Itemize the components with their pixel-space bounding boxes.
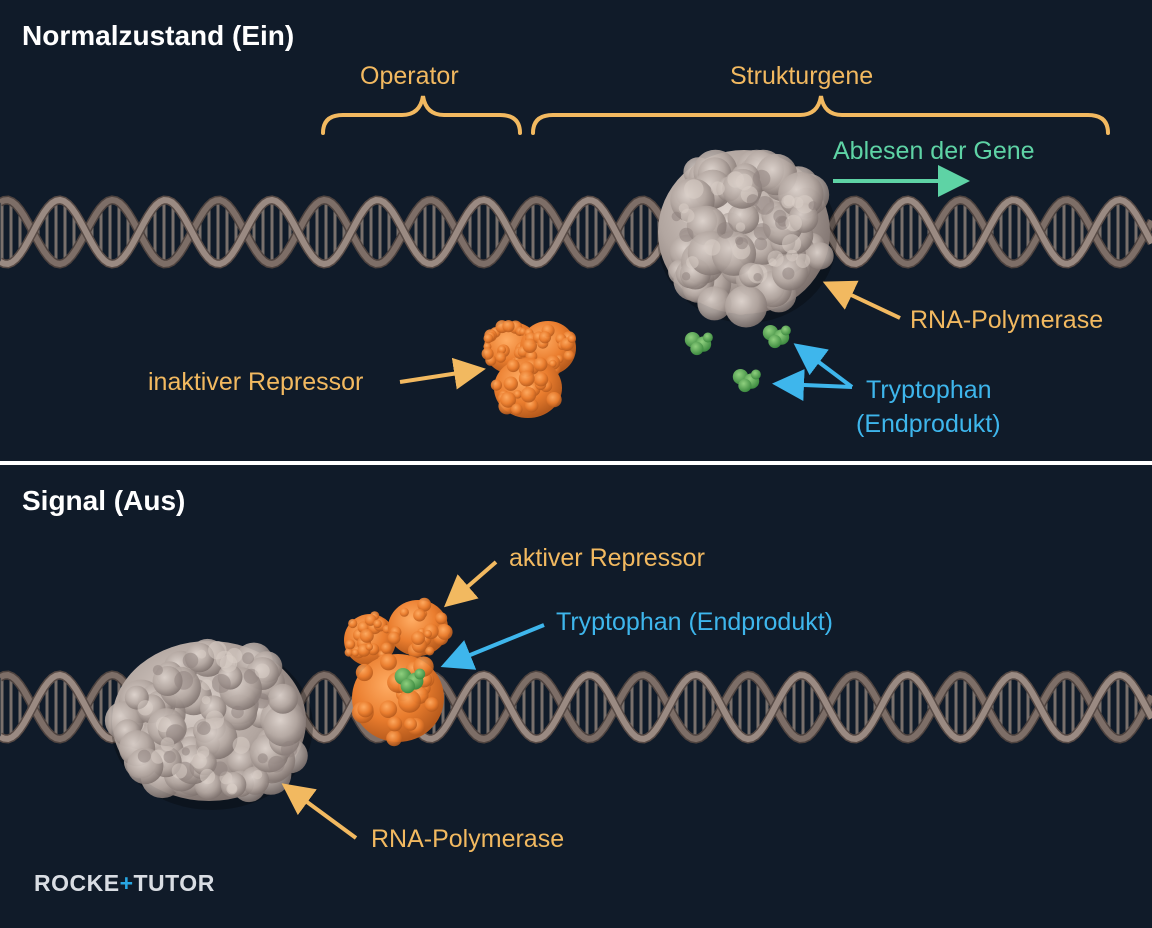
inactive-repressor-arrow — [399, 357, 486, 390]
structural-genes-bracket — [531, 95, 1110, 135]
bound-tryptophan-arrow — [440, 623, 545, 670]
polymerase-arrow-bottom — [281, 783, 358, 840]
tryptophan-bound — [394, 668, 426, 694]
polymerase-label-top: RNA-Polymerase — [910, 306, 1104, 334]
tryptophan-label-top-line1: Tryptophan — [866, 376, 992, 404]
bottom-panel-title: Signal (Aus) — [22, 485, 186, 516]
tryptophan-molecule — [762, 325, 791, 349]
tryptophan-arrow-1 — [793, 343, 854, 389]
rna-polymerase-bottom — [104, 638, 313, 810]
inactive-repressor-label: inaktiver Repressor — [148, 368, 364, 396]
structural-genes-label: Strukturgene — [730, 62, 874, 90]
operator-bracket — [321, 95, 522, 135]
brand-logo: ROCKE+TUTOR — [34, 870, 215, 896]
dna-helix-top — [0, 195, 1152, 269]
tryptophan-label-top-line2: (Endprodukt) — [856, 410, 1001, 438]
reading-genes-label: Ablesen der Gene — [833, 137, 1035, 165]
tryptophan-label-bottom: Tryptophan (Endprodukt) — [556, 608, 834, 636]
polymerase-arrow-top — [822, 280, 901, 320]
rna-polymerase-top — [657, 149, 837, 328]
active-repressor-label: aktiver Repressor — [509, 544, 705, 572]
operator-label: Operator — [360, 62, 459, 90]
tryptophan-arrow-2 — [772, 369, 853, 401]
panel-divider — [0, 461, 1152, 465]
tryptophan-molecule — [732, 369, 761, 393]
top-panel-title: Normalzustand (Ein) — [22, 20, 295, 51]
active-repressor-arrow — [443, 560, 498, 608]
active-repressor — [344, 597, 453, 747]
polymerase-label-bottom: RNA-Polymerase — [371, 825, 565, 853]
tryptophan-molecule — [684, 332, 713, 356]
inactive-repressor — [481, 320, 577, 418]
